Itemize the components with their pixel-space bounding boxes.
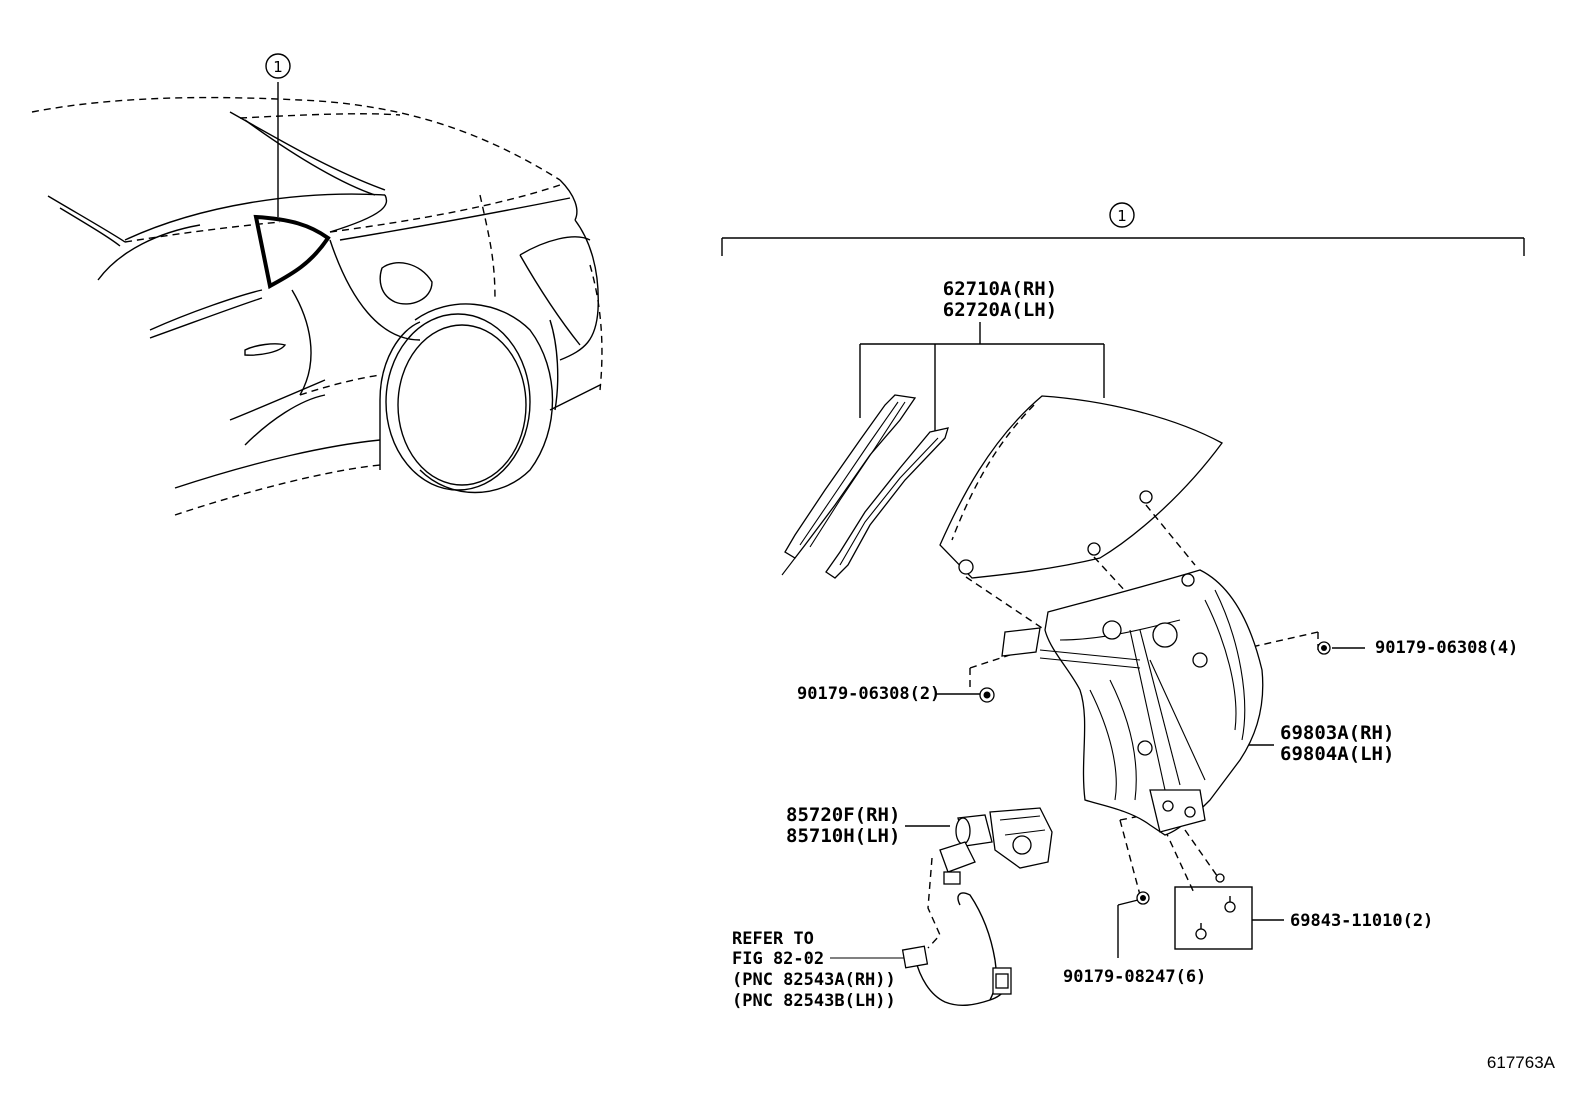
bolt-box	[1174, 873, 1253, 950]
label-nut-left: 90179-06308(2)	[797, 684, 980, 704]
regulator-part-number-lh: 69804A(LH)	[1280, 743, 1394, 765]
car-rear-view: 1	[31, 53, 603, 516]
ref-symbol-assembly: 1	[1117, 207, 1127, 225]
refer-line-2: FIG 82-02	[732, 949, 824, 969]
wire-harness	[901, 892, 1012, 1007]
nut-left	[979, 687, 995, 703]
nut-bottom	[1136, 891, 1150, 905]
label-refer: REFER TO FIG 82-02 (PNC 82543A(RH)) (PNC…	[732, 929, 905, 1011]
assembly-bracket: 1	[721, 202, 1525, 256]
motor-part-number-lh: 85710H(LH)	[786, 825, 900, 847]
regulator-part-number-rh: 69803A(RH)	[1280, 722, 1394, 744]
refer-line-3: (PNC 82543A(RH))	[732, 970, 896, 990]
bolt-part-number: 69843-11010(2)	[1290, 911, 1433, 931]
label-nut-bottom: 90179-08247(6)	[1063, 899, 1206, 987]
nut-bottom-part-number: 90179-08247(6)	[1063, 967, 1206, 987]
nut-top-part-number: 90179-06308(4)	[1375, 638, 1518, 658]
ref-symbol-car: 1	[273, 58, 283, 76]
quarter-glass	[939, 395, 1223, 579]
refer-line-1: REFER TO	[732, 929, 814, 949]
glass-part-number-lh: 62720A(LH)	[943, 299, 1057, 321]
regulator-motor	[939, 807, 1053, 885]
label-nut-top: 90179-06308(4)	[1332, 638, 1518, 658]
label-regulator: 69803A(RH) 69804A(LH)	[1232, 722, 1394, 765]
nut-left-part-number: 90179-06308(2)	[797, 684, 940, 704]
quarter-window-highlight	[253, 214, 331, 290]
glass-part-number-rh: 62710A(RH)	[943, 278, 1057, 300]
label-glass: 62710A(RH) 62720A(LH)	[859, 278, 1105, 432]
weatherstrip-outer	[781, 394, 917, 576]
nut-top	[1317, 641, 1331, 655]
figure-id: 617763A	[1487, 1053, 1556, 1072]
weatherstrip-inner	[825, 427, 949, 579]
label-bolt: 69843-11010(2)	[1252, 911, 1433, 931]
motor-part-number-rh: 85720F(RH)	[786, 804, 900, 826]
window-regulator	[1001, 569, 1264, 836]
label-motor: 85720F(RH) 85710H(LH)	[786, 804, 950, 847]
refer-line-4: (PNC 82543B(LH))	[732, 991, 896, 1011]
